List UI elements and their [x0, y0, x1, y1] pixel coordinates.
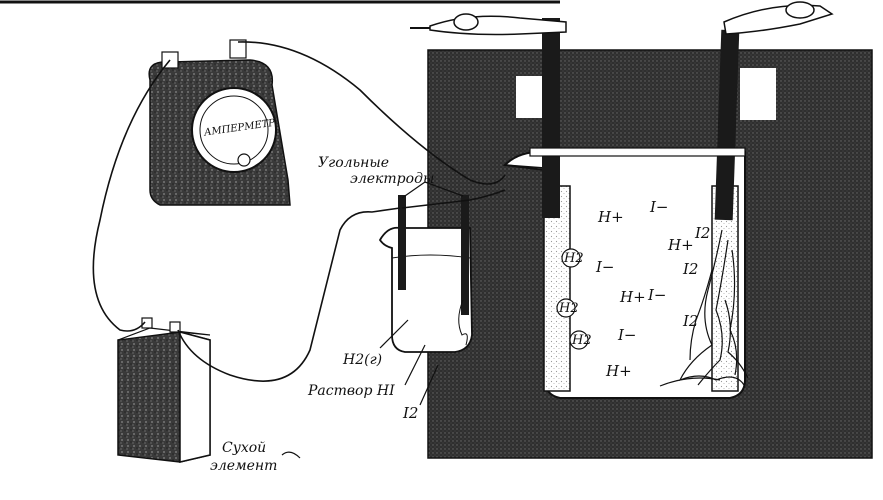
h2-bubbles: H2 H2 H2	[556, 248, 592, 350]
ion-i-minus-4: I−	[617, 326, 637, 344]
ion-i2-2: I2	[682, 260, 698, 278]
panel-clip-right	[740, 68, 776, 120]
h2-bubble-2-label: H2	[558, 301, 579, 316]
cell-terminal-1	[141, 317, 153, 329]
alligator-clips	[410, 1, 834, 36]
ion-h-plus-2: H+	[667, 236, 694, 254]
label-hi-solution: Раствор HI	[307, 383, 395, 399]
large-cathode-rod	[542, 18, 560, 218]
label-h2-gas: H2(г)	[342, 352, 382, 368]
dry-cell	[117, 317, 211, 463]
label-carbon-electrodes-2: электроды	[350, 171, 434, 187]
cathode-sheath	[543, 185, 571, 392]
ion-labels: H+ I− I− H+ H+ I− I− H+ I2 I2 I2	[595, 198, 710, 380]
ion-h-plus-3: H+	[619, 288, 646, 306]
ion-h-plus-1: H+	[597, 208, 624, 226]
ion-i-minus-2: I−	[595, 258, 615, 276]
ion-i-minus-1: I−	[649, 198, 669, 216]
ion-i2-3: I2	[682, 312, 698, 330]
iodine-plume	[659, 229, 749, 387]
small-beaker	[378, 195, 473, 353]
label-dry-cell-2: элемент	[210, 458, 277, 474]
ammeter-knob	[237, 153, 251, 167]
h2-bubble-3-label: H2	[571, 333, 592, 348]
small-cathode	[398, 195, 406, 290]
ammeter: АМПЕРМЕТР	[148, 39, 291, 206]
label-dry-cell-1: Сухой	[222, 440, 266, 456]
cell-terminal-2	[169, 321, 181, 333]
h2-bubble-1-label: H2	[563, 251, 584, 266]
large-beaker	[502, 150, 746, 399]
label-iodine: I2	[402, 404, 418, 422]
ion-h-plus-4: H+	[605, 362, 632, 380]
ion-i-minus-3: I−	[647, 286, 667, 304]
ammeter-terminal-right	[229, 39, 247, 59]
ion-i2-1: I2	[694, 224, 710, 242]
ammeter-dial	[191, 87, 277, 173]
electrode-holder	[529, 147, 746, 157]
panel-clip-left	[516, 76, 546, 118]
h2-bubble-1	[561, 248, 581, 268]
label-carbon-electrodes-1: Угольные	[318, 155, 389, 171]
h2-bubble-2	[556, 298, 576, 318]
leader-lines	[281, 181, 464, 459]
large-electrodes	[529, 18, 746, 221]
h2-bubble-3	[569, 330, 589, 350]
wires	[92, 41, 506, 382]
small-anode	[461, 195, 469, 315]
large-anode-rod	[714, 29, 740, 221]
